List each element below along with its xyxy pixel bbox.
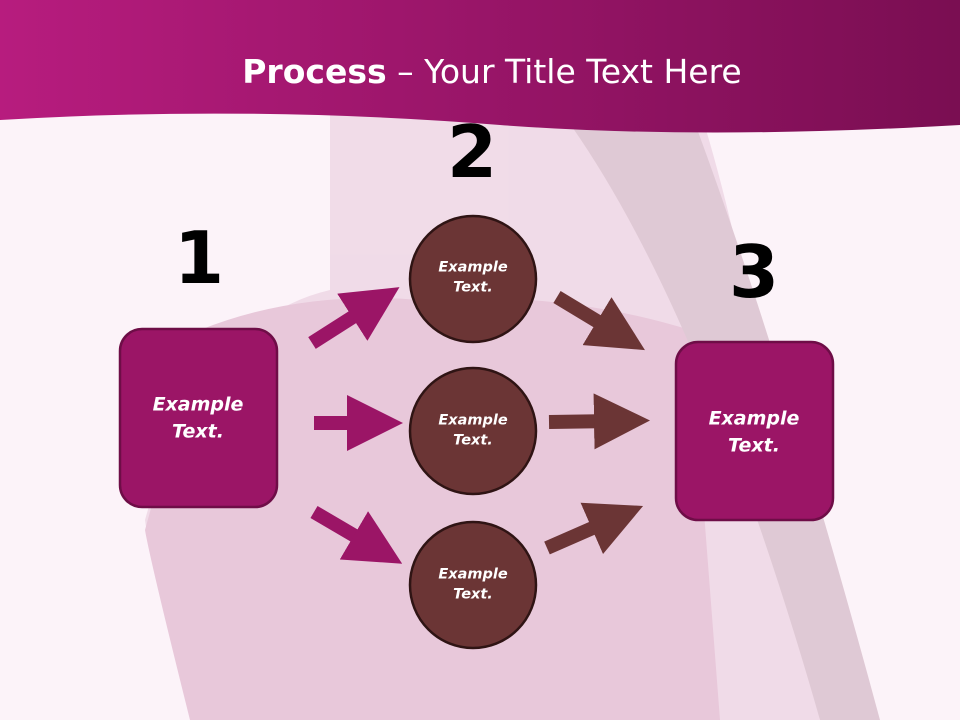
label-line-1: Example [438,259,508,276]
label-line-2: Text. [453,433,493,449]
arrow-circle-2-to-3 [548,393,650,450]
arrow-1-to-circle-1 [308,287,400,349]
label-line-1: Example [708,407,800,430]
label-line-2: Text. [172,420,224,442]
step-2-circle-3 [408,520,538,650]
slide-title: Process – Your Title Text Here [0,52,960,91]
header-banner [0,0,960,133]
label-line-1: Example [152,393,244,416]
step-number-1: 1 [173,216,225,300]
arrow-1-to-circle-3 [310,505,403,564]
arrow-circle-3-to-3 [544,502,644,555]
label-line-1: Example [438,566,508,583]
title-rest: – Your Title Text Here [386,52,742,91]
step-number-2: 2 [446,110,498,194]
step-number-3: 3 [728,230,780,314]
step-3-box [674,340,835,522]
arrow-circle-1-to-3 [553,291,645,351]
arrows [308,287,650,564]
step-1-box [118,327,279,509]
label-line-2: Text. [453,587,493,603]
label-line-1: Example [438,412,508,429]
step-2-circle-2 [408,366,538,496]
step-2-circle-1 [408,214,538,344]
title-bold: Process [242,52,387,91]
label-line-2: Text. [728,434,780,456]
label-line-2: Text. [453,280,493,296]
